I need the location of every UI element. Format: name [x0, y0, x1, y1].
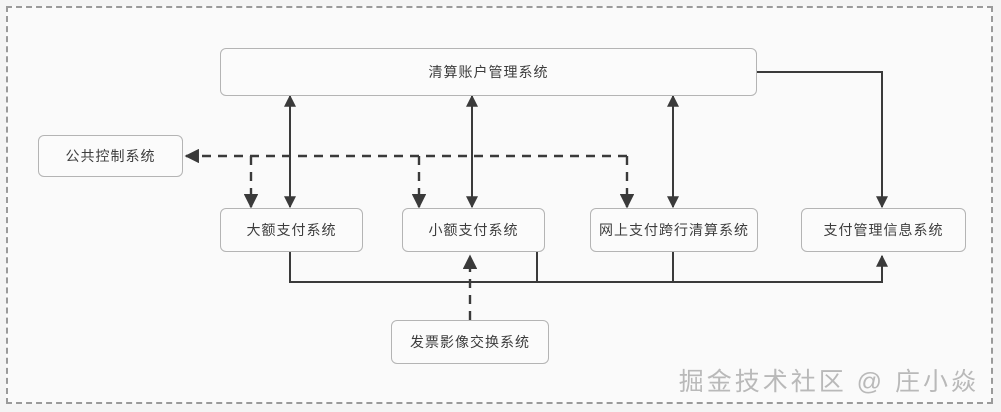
node-label: 大额支付系统 — [246, 221, 337, 238]
node-label: 小额支付系统 — [428, 221, 519, 238]
node-payment-mis-system[interactable]: 支付管理信息系统 — [801, 208, 966, 252]
node-invoice-image-exchange-system[interactable]: 发票影像交换系统 — [391, 320, 549, 364]
node-small-value-payment-system[interactable]: 小额支付系统 — [402, 208, 545, 252]
edge-bus-to-payment-mis — [289, 252, 888, 283]
node-label: 发票影像交换系统 — [410, 333, 530, 350]
node-label: 支付管理信息系统 — [823, 221, 944, 238]
node-label: 网上支付跨行清算系统 — [599, 221, 749, 238]
node-label: 清算账户管理系统 — [428, 63, 549, 80]
node-label: 公共控制系统 — [65, 147, 156, 164]
watermark: 掘金技术社区 @ 庄小焱 — [678, 368, 979, 396]
node-public-control-system[interactable]: 公共控制系统 — [38, 135, 183, 177]
node-online-interbank-clearing-system[interactable]: 网上支付跨行清算系统 — [590, 208, 758, 252]
node-clearing-account-system[interactable]: 清算账户管理系统 — [220, 48, 757, 96]
edge-clearing-payment-mis — [757, 71, 888, 209]
node-large-value-payment-system[interactable]: 大额支付系统 — [220, 208, 363, 252]
